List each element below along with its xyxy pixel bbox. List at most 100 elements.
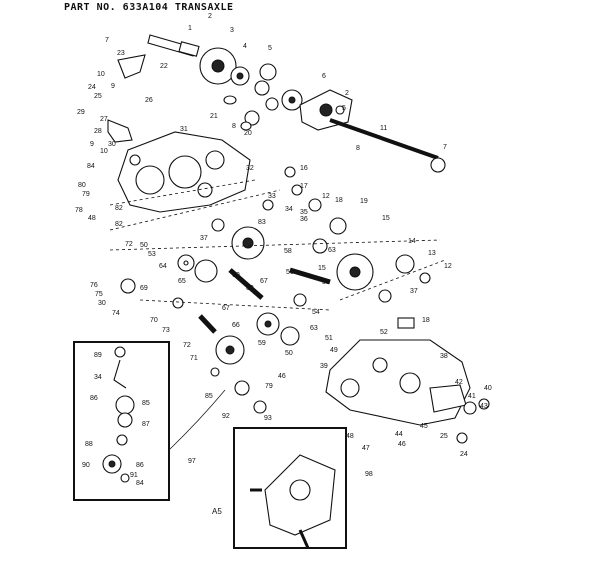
- callout-67b: 67: [222, 305, 230, 312]
- callout-60: 60: [232, 272, 240, 279]
- callout-68: 68: [246, 285, 254, 292]
- callout-54: 54: [312, 309, 320, 316]
- detail-box-left: [73, 341, 226, 501]
- callout-22: 22: [160, 63, 168, 70]
- callout-82: 82: [115, 205, 123, 212]
- callout-67: 67: [260, 278, 268, 285]
- loose-hardware: [210, 367, 267, 414]
- callout-66: 66: [232, 322, 240, 329]
- inset-label-a5: A5: [212, 507, 222, 516]
- callout-40: 40: [484, 385, 492, 392]
- callout-27: 27: [100, 116, 108, 123]
- callout-84: 84: [87, 163, 95, 170]
- callout-25b: 25: [440, 433, 448, 440]
- callout-86b: 86: [136, 462, 144, 469]
- callout-32: 32: [246, 165, 254, 172]
- callout-7: 7: [105, 37, 109, 44]
- callout-91: 91: [130, 472, 138, 479]
- callout-12: 12: [322, 193, 330, 200]
- callout-39: 39: [320, 363, 328, 370]
- callout-80: 80: [78, 182, 86, 189]
- callout-29: 29: [77, 109, 85, 116]
- callout-21: 21: [210, 113, 218, 120]
- callout-45: 45: [420, 423, 428, 430]
- callout-38: 38: [440, 353, 448, 360]
- callout-58: 58: [284, 248, 292, 255]
- callout-97: 97: [188, 458, 196, 465]
- callout-52: 52: [380, 329, 388, 336]
- callout-89: 89: [94, 352, 102, 359]
- callout-19: 19: [360, 198, 368, 205]
- callout-55: 55: [322, 279, 330, 286]
- callout-13: 13: [428, 250, 436, 257]
- callout-87: 87: [142, 421, 150, 428]
- callout-24: 24: [88, 84, 96, 91]
- callout-46: 46: [278, 373, 286, 380]
- callout-6: 6: [322, 73, 326, 80]
- callout-84b: 84: [136, 480, 144, 487]
- callout-88: 88: [85, 441, 93, 448]
- callout-10b: 10: [100, 148, 108, 155]
- callout-70: 70: [150, 317, 158, 324]
- callout-74: 74: [112, 310, 120, 317]
- callout-63b: 63: [310, 325, 318, 332]
- callout-24b: 24: [460, 451, 468, 458]
- callout-9: 9: [111, 83, 115, 90]
- callout-78: 78: [75, 207, 83, 214]
- callout-28: 28: [94, 128, 102, 135]
- left-housing-half: [107, 54, 251, 213]
- callout-12b: 12: [444, 263, 452, 270]
- callout-79b: 79: [265, 383, 273, 390]
- callout-23: 23: [117, 50, 125, 57]
- callout-16: 16: [300, 165, 308, 172]
- callout-90: 90: [82, 462, 90, 469]
- callout-42: 42: [455, 379, 463, 386]
- callout-50b: 50: [285, 350, 293, 357]
- callout-33: 33: [268, 193, 276, 200]
- callout-46b: 46: [398, 441, 406, 448]
- callout-2b: 2: [345, 90, 349, 97]
- callout-34b: 34: [94, 374, 102, 381]
- callout-31: 31: [180, 126, 188, 133]
- middle-gear-cluster: [120, 166, 431, 365]
- callout-47: 47: [362, 445, 370, 452]
- right-housing-half: [325, 339, 490, 444]
- callout-20: 20: [244, 130, 252, 137]
- callout-14: 14: [408, 238, 416, 245]
- callout-56: 56: [286, 269, 294, 276]
- callout-86: 86: [90, 395, 98, 402]
- callout-76: 76: [90, 282, 98, 289]
- callout-85b: 85: [142, 400, 150, 407]
- callout-50: 50: [140, 242, 148, 249]
- callout-8: 8: [232, 123, 236, 130]
- callout-10: 10: [97, 71, 105, 78]
- diagram-title: PART NO. 633A104 TRANSAXLE: [64, 2, 234, 13]
- callout-85: 85: [205, 393, 213, 400]
- callout-44: 44: [395, 431, 403, 438]
- callout-3: 3: [230, 27, 234, 34]
- callout-72b: 72: [183, 342, 191, 349]
- callout-43: 43: [480, 403, 488, 410]
- callout-92: 92: [222, 413, 230, 420]
- callout-98: 98: [365, 471, 373, 478]
- callout-30: 30: [108, 141, 116, 148]
- callout-51: 51: [325, 335, 333, 342]
- callout-8b: 8: [356, 145, 360, 152]
- callout-15b: 15: [318, 265, 326, 272]
- callout-18: 18: [335, 197, 343, 204]
- callout-93: 93: [264, 415, 272, 422]
- callout-35: 35: [300, 209, 308, 216]
- upper-shaft-assembly: [147, 34, 446, 173]
- callout-1: 1: [188, 25, 192, 32]
- callout-5b: 5: [342, 105, 346, 112]
- callout-82b: 82: [115, 221, 123, 228]
- callout-5: 5: [268, 45, 272, 52]
- callout-34: 34: [285, 206, 293, 213]
- callout-79: 79: [82, 191, 90, 198]
- callout-65: 65: [178, 278, 186, 285]
- callout-37b: 37: [410, 288, 418, 295]
- callout-69: 69: [140, 285, 148, 292]
- assembly-guide-lines: [109, 179, 446, 311]
- callout-41: 41: [468, 393, 476, 400]
- callout-25: 25: [94, 93, 102, 100]
